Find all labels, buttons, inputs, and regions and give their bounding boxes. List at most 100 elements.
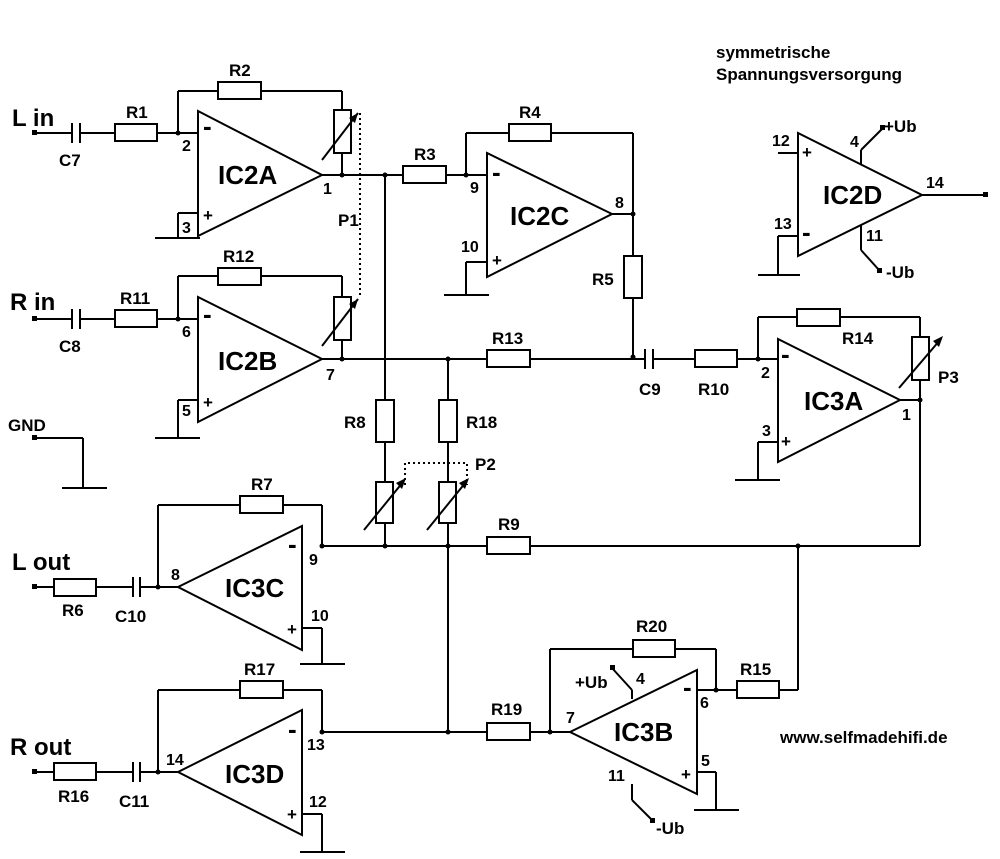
resistor-r3 bbox=[402, 165, 447, 184]
svg-text:R5: R5 bbox=[592, 270, 614, 289]
pot-gang-links bbox=[359, 113, 468, 485]
resistor-r2 bbox=[217, 81, 262, 100]
svg-text:R6: R6 bbox=[62, 601, 84, 620]
resistor-r15 bbox=[736, 680, 780, 699]
junction-dots bbox=[155, 130, 923, 775]
svg-text:C11: C11 bbox=[119, 792, 149, 811]
svg-text:8: 8 bbox=[615, 195, 624, 212]
svg-text:4: 4 bbox=[850, 134, 859, 151]
svg-text:14: 14 bbox=[926, 175, 944, 192]
svg-text:13: 13 bbox=[774, 216, 792, 233]
svg-text:P3: P3 bbox=[938, 368, 959, 387]
svg-text:-: - bbox=[683, 672, 692, 702]
website-label: www.selfmadehifi.de bbox=[779, 728, 948, 747]
svg-text:-: - bbox=[203, 299, 212, 329]
resistor-r12 bbox=[217, 267, 262, 286]
resistor-r17 bbox=[239, 680, 284, 699]
svg-text:IC2B: IC2B bbox=[218, 346, 277, 376]
svg-text:+: + bbox=[681, 765, 691, 784]
svg-text:10: 10 bbox=[311, 608, 329, 625]
svg-text:7: 7 bbox=[326, 367, 335, 384]
svg-text:3: 3 bbox=[182, 220, 191, 237]
supply-label-ic3b-plus: +Ub bbox=[575, 673, 608, 692]
pin-numbers: 2 3 1 6 5 7 9 10 8 12 13 14 4 11 2 3 1 6… bbox=[166, 133, 944, 811]
resistor-r18 bbox=[438, 399, 458, 443]
svg-text:+: + bbox=[781, 432, 791, 451]
svg-text:R1: R1 bbox=[126, 103, 148, 122]
resistor-r13 bbox=[486, 349, 531, 368]
capacitors bbox=[71, 123, 654, 782]
svg-text:+: + bbox=[203, 393, 213, 412]
svg-text:9: 9 bbox=[309, 552, 318, 569]
potentiometer-p3 bbox=[898, 336, 943, 389]
svg-text:-: - bbox=[288, 529, 297, 559]
svg-text:C8: C8 bbox=[59, 337, 81, 356]
svg-text:3: 3 bbox=[762, 423, 771, 440]
svg-text:IC2C: IC2C bbox=[510, 201, 569, 231]
terminals bbox=[32, 125, 988, 823]
svg-text:R10: R10 bbox=[698, 380, 729, 399]
port-label-r-out: R out bbox=[10, 734, 71, 761]
capacitor-c9 bbox=[644, 349, 654, 369]
resistor-r7 bbox=[239, 495, 284, 514]
svg-text:R7: R7 bbox=[251, 475, 273, 494]
svg-text:C10: C10 bbox=[115, 607, 146, 626]
resistor-r10 bbox=[694, 349, 738, 368]
capacitor-c8 bbox=[71, 309, 81, 329]
svg-text:IC2D: IC2D bbox=[823, 180, 882, 210]
svg-text:R3: R3 bbox=[414, 145, 436, 164]
svg-text:R17: R17 bbox=[244, 660, 275, 679]
opamp-ic2c: IC2C - + bbox=[486, 151, 615, 279]
svg-text:12: 12 bbox=[309, 794, 327, 811]
opamp-ic2b: IC2B - + bbox=[197, 295, 325, 424]
svg-text:C9: C9 bbox=[639, 380, 661, 399]
potentiometer-p1-lower bbox=[321, 296, 359, 347]
svg-text:-: - bbox=[203, 111, 212, 141]
svg-text:-: - bbox=[781, 339, 790, 369]
capacitor-c11 bbox=[132, 762, 141, 782]
svg-text:R19: R19 bbox=[491, 700, 522, 719]
svg-text:8: 8 bbox=[171, 567, 180, 584]
resistor-r20 bbox=[632, 639, 676, 658]
svg-text:IC3D: IC3D bbox=[225, 759, 284, 789]
svg-text:P1: P1 bbox=[338, 211, 359, 230]
opamp-ic2d: IC2D + - bbox=[797, 131, 925, 258]
svg-text:1: 1 bbox=[323, 181, 332, 198]
svg-text:10: 10 bbox=[461, 239, 479, 256]
svg-text:C7: C7 bbox=[59, 151, 81, 170]
supply-note-line2: Spannungsversorgung bbox=[716, 65, 902, 84]
svg-text:5: 5 bbox=[701, 753, 710, 770]
supply-label-ic2d-minus: -Ub bbox=[886, 263, 914, 282]
resistor-r19 bbox=[486, 722, 531, 741]
svg-text:R18: R18 bbox=[466, 413, 497, 432]
opamp-ic2a: IC2A - + bbox=[197, 109, 325, 238]
capacitor-c7 bbox=[71, 123, 81, 143]
port-label-l-out: L out bbox=[12, 549, 70, 576]
svg-text:1: 1 bbox=[902, 407, 911, 424]
resistor-r14 bbox=[796, 308, 841, 327]
resistor-r11 bbox=[114, 309, 158, 328]
svg-text:+: + bbox=[287, 620, 297, 639]
opamp-ic3d: IC3D - + bbox=[175, 708, 303, 837]
svg-text:+: + bbox=[203, 206, 213, 225]
supply-note-line1: symmetrische bbox=[716, 43, 830, 62]
resistor-r16 bbox=[53, 762, 97, 781]
port-label-r-in: R in bbox=[10, 289, 55, 316]
svg-text:+: + bbox=[802, 143, 812, 162]
svg-text:13: 13 bbox=[307, 737, 325, 754]
svg-text:P2: P2 bbox=[475, 455, 496, 474]
svg-text:2: 2 bbox=[182, 138, 191, 155]
resistor-r5 bbox=[623, 255, 643, 299]
potentiometer-p1-upper bbox=[321, 109, 359, 161]
svg-text:-: - bbox=[492, 157, 501, 187]
svg-text:IC3B: IC3B bbox=[614, 717, 673, 747]
svg-text:R20: R20 bbox=[636, 617, 667, 636]
svg-text:R15: R15 bbox=[740, 660, 771, 679]
svg-text:2: 2 bbox=[761, 365, 770, 382]
svg-text:11: 11 bbox=[608, 768, 625, 785]
svg-text:R11: R11 bbox=[120, 289, 150, 308]
opamp-ic3a: IC3A - + bbox=[777, 337, 903, 464]
port-label-gnd: GND bbox=[8, 416, 46, 435]
svg-text:R13: R13 bbox=[492, 329, 523, 348]
